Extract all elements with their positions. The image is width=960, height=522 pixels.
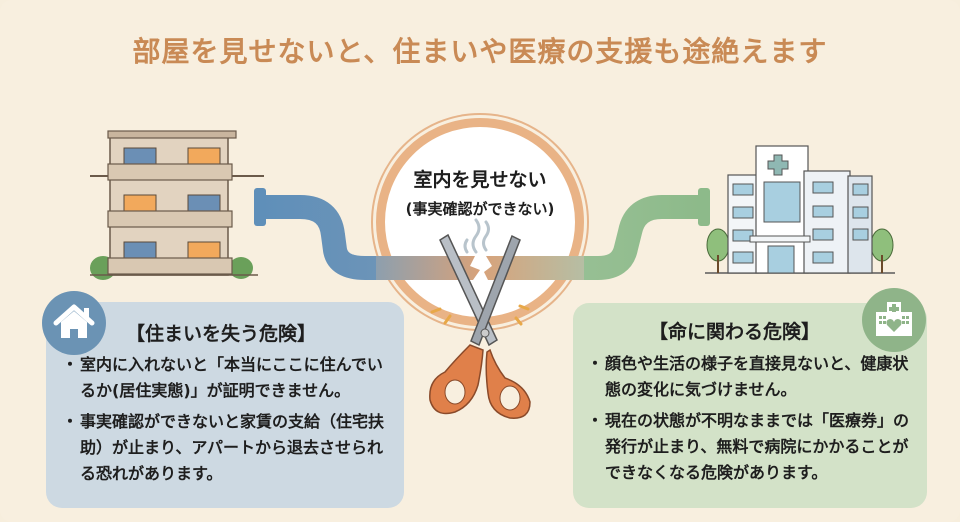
list-item: ・現在の状態が不明なままでは「医療券」の発行が止まり、無料で病院にかかることがで… [585, 408, 915, 486]
bullet: ・ [587, 411, 604, 430]
center-line-1: 室内を見せない [413, 169, 547, 191]
housing-risk-card: 【住まいを失う危険】 ・室内に入れないと「本当にここに住んでいるか(居住実態)」… [46, 302, 404, 508]
bullet-text: 事実確認ができないと家賃の支給（住宅扶助）が止まり、アパートから退去させられる恐… [80, 412, 385, 483]
bullet-text: 現在の状態が不明なままでは「医療券」の発行が止まり、無料で病院にかかることができ… [605, 411, 910, 482]
hospital-building-illustration [705, 145, 895, 274]
bullet: ・ [587, 354, 604, 373]
housing-risk-list: ・室内に入れないと「本当にここに住んでいるか(居住実態)」が証明できません。 ・… [60, 352, 390, 492]
bullet: ・ [62, 412, 79, 431]
center-message: 室内を見せない (事実確認ができない) [376, 165, 584, 219]
list-item: ・事実確認ができないと家賃の支給（住宅扶助）が止まり、アパートから退去させられる… [60, 409, 390, 487]
health-risk-list: ・顔色や生活の様子を直接見ないと、健康状態の変化に気づけません。 ・現在の状態が… [585, 351, 915, 491]
center-line-2: (事実確認ができない) [405, 200, 555, 218]
health-risk-title: 【命に関わる危険】 [649, 321, 821, 343]
list-item: ・顔色や生活の様子を直接見ないと、健康状態の変化に気づけません。 [585, 351, 915, 403]
hospital-heart-icon [862, 288, 926, 352]
center-circle [376, 118, 584, 326]
house-icon [42, 291, 106, 355]
bullet-text: 室内に入れないと「本当にここに住んでいるか(居住実態)」が証明できません。 [80, 355, 383, 400]
apartment-building-illustration [90, 130, 264, 280]
housing-risk-title: 【住まいを失う危険】 [126, 323, 317, 345]
page-title: 部屋を見せないと、住まいや医療の支援も途絶えます [132, 35, 828, 68]
list-item: ・室内に入れないと「本当にここに住んでいるか(居住実態)」が証明できません。 [60, 352, 390, 404]
bullet: ・ [62, 355, 79, 374]
bullet-text: 顔色や生活の様子を直接見ないと、健康状態の変化に気づけません。 [605, 354, 909, 399]
